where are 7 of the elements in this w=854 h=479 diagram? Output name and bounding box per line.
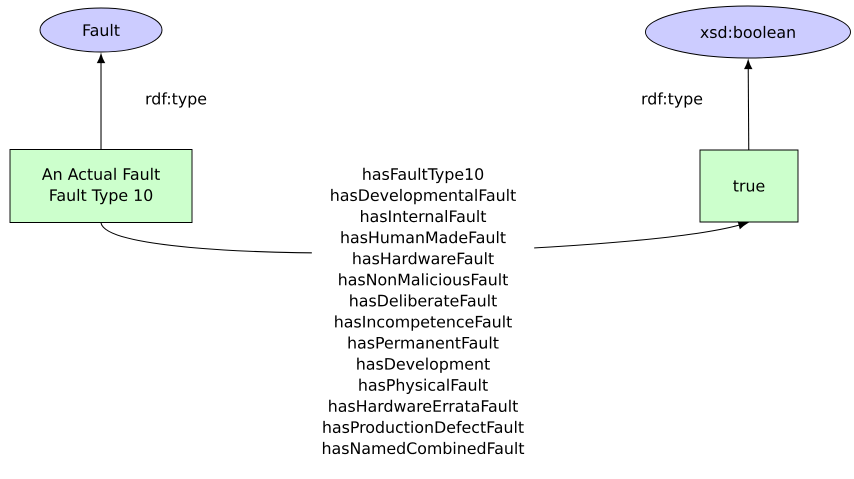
instance-box: true (700, 150, 798, 222)
arrow (97, 54, 105, 150)
edge-label: hasFaultType10 hasDevelopmentalFault hasInternalFault hasHumanMadeFault hasHardwareFault hasNonMaliciousFault hasDeliberateFault hasIncompetenceFault hasPermanentFault hasDevelopment hasPhysicalFault hasHardwareErrataFault hasProductionDefectFault hasNamedCombinedFault (312, 166, 534, 456)
edge-label: rdf:type (640, 91, 704, 109)
arrow (744, 60, 752, 150)
edge-label: rdf:type (144, 91, 208, 109)
instance-box: An Actual Fault Fault Type 10 (10, 149, 192, 223)
